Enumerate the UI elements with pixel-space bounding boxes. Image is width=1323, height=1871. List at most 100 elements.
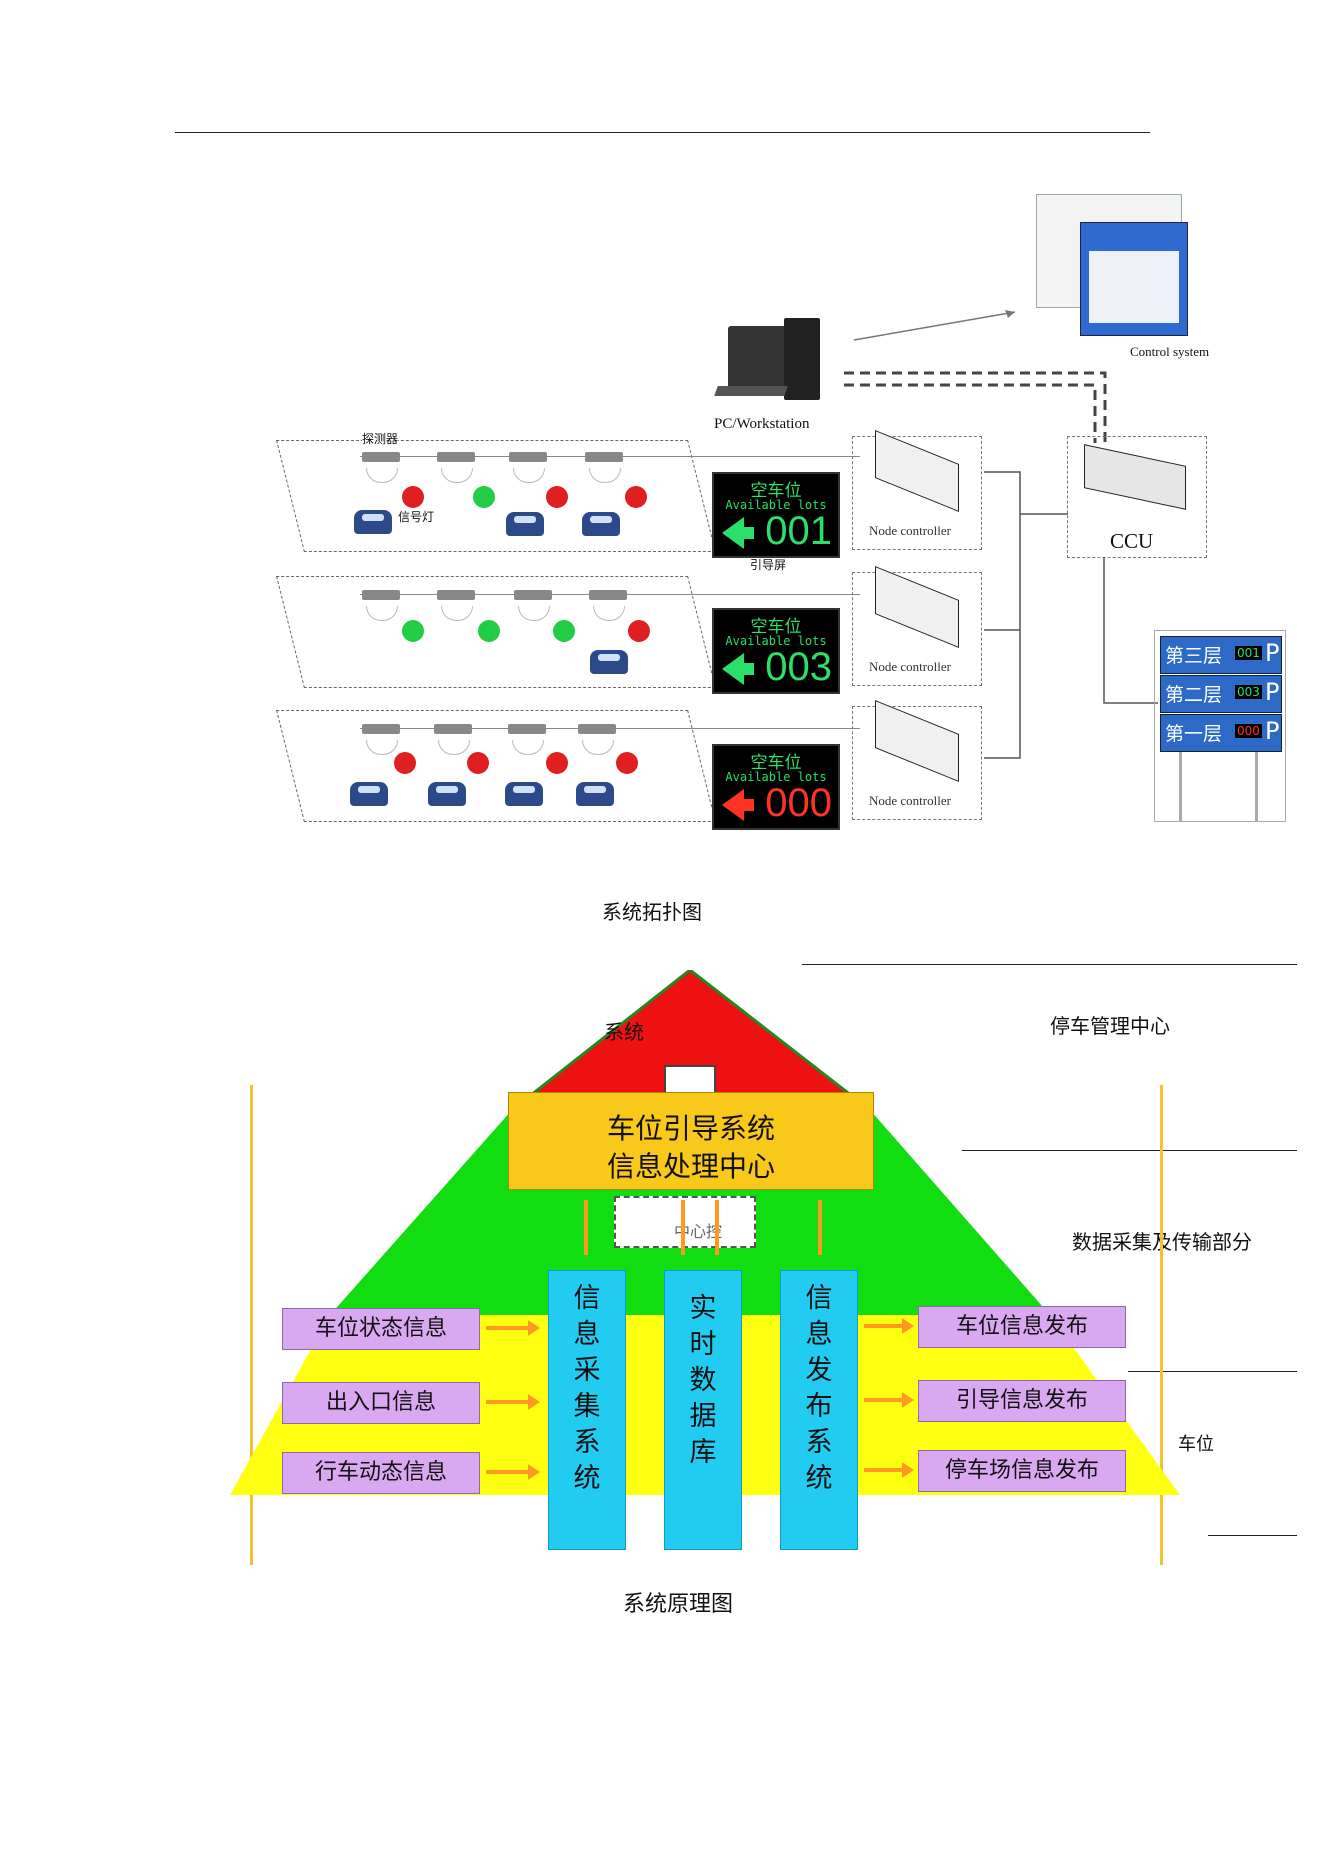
ccu-label: CCU xyxy=(1110,529,1154,553)
pc-label: PC/Workstation xyxy=(714,416,810,432)
signal-light-red xyxy=(402,486,424,508)
node-controller-label: Node controller xyxy=(869,523,951,538)
down-arrow-icon xyxy=(818,1200,822,1255)
right-arrow-icon xyxy=(486,1320,540,1336)
car xyxy=(576,782,614,806)
car xyxy=(428,782,466,806)
sign-count: 000 xyxy=(765,781,832,825)
info-center-line-2: 信息处理中心 xyxy=(606,1150,775,1183)
pc-monitor xyxy=(728,326,786,390)
left-arrow-icon xyxy=(722,789,744,821)
detector xyxy=(508,724,546,734)
sign-title: 空车位 xyxy=(750,481,802,501)
detector xyxy=(585,452,623,462)
node-controller-floor-2: Node controller xyxy=(852,566,982,686)
node-controller-device xyxy=(875,566,959,648)
signal-light-red xyxy=(546,752,568,774)
detector xyxy=(578,724,616,734)
up-arrow-icon xyxy=(715,1200,719,1255)
right-arrow-icon xyxy=(864,1462,914,1478)
signal-light-green xyxy=(553,620,575,642)
ccu-board-link xyxy=(1103,557,1158,704)
apex-label: 系统 xyxy=(604,1020,644,1044)
sign-subtitle: Available lots xyxy=(725,634,827,648)
node-controller-device xyxy=(875,430,959,512)
signal-light-red xyxy=(616,752,638,774)
detector-label: 探测器 xyxy=(362,430,399,447)
principle-caption: 系统原理图 xyxy=(623,1592,734,1617)
parking-p-icon: P xyxy=(1265,678,1280,706)
detector xyxy=(437,452,475,462)
signal-label: 信号灯 xyxy=(398,510,435,524)
level-row-1: 第一层 000 P xyxy=(1160,714,1282,752)
detector xyxy=(437,590,475,600)
guide-sign-floor-3: 空车位 Available lots 001 xyxy=(712,472,840,558)
detector xyxy=(362,452,400,462)
column-realtime-db: 实 时 数 据 库 xyxy=(664,1270,742,1550)
car xyxy=(354,510,392,534)
output-space-info: 车位信息发布 xyxy=(918,1306,1126,1348)
level-board-pole-left xyxy=(1179,751,1182,821)
rule xyxy=(1208,1535,1297,1536)
node-controller-label: Node controller xyxy=(869,659,951,674)
car xyxy=(350,782,388,806)
detector xyxy=(362,724,400,734)
column-publish: 信 息 发 布 系 统 xyxy=(780,1270,858,1550)
signal-light-green xyxy=(402,620,424,642)
sign-count: 001 xyxy=(765,509,832,553)
guide-line-right xyxy=(1160,1085,1163,1565)
right-arrow-icon xyxy=(864,1318,914,1334)
car xyxy=(582,512,620,536)
level-count: 000 xyxy=(1235,724,1262,738)
guide-screen-label: 引导屏 xyxy=(750,558,787,572)
right-arrow-icon xyxy=(864,1392,914,1408)
signal-light-red xyxy=(467,752,489,774)
signal-light-green xyxy=(478,620,500,642)
ccu-box: CCU xyxy=(1067,436,1207,558)
level-row-2: 第二层 003 P xyxy=(1160,675,1282,713)
sign-subtitle: Available lots xyxy=(725,498,827,512)
node-controller-label: Node controller xyxy=(869,793,951,808)
sign-title: 空车位 xyxy=(750,753,802,773)
signal-light-red xyxy=(628,620,650,642)
up-arrow-icon xyxy=(584,1200,588,1255)
parking-p-icon: P xyxy=(1265,717,1280,745)
node-controller-floor-3: Node controller xyxy=(852,430,982,550)
info-center-line-1: 车位引导系统 xyxy=(606,1112,775,1145)
center-control-label: 中心控 xyxy=(674,1222,723,1241)
car xyxy=(590,650,628,674)
guide-sign-floor-2: 空车位 Available lots 003 xyxy=(712,608,840,694)
pc-keyboard xyxy=(714,386,788,396)
level-label: 第二层 xyxy=(1165,684,1223,706)
sign-count: 003 xyxy=(765,645,832,689)
level-count: 001 xyxy=(1235,646,1262,660)
label-parking-space: 车位 xyxy=(1178,1434,1214,1455)
rule xyxy=(1128,1371,1297,1372)
signal-light-red xyxy=(625,486,647,508)
sign-subtitle: Available lots xyxy=(725,770,827,784)
level-board-pole-right xyxy=(1255,751,1258,821)
principle-diagram: 停车管理中心 数据采集及传输部分 车位 系统 车位引导系统 信息处理中心 中心控… xyxy=(0,950,1323,1650)
floor-1-zone xyxy=(276,710,716,822)
right-arrow-icon xyxy=(486,1464,540,1480)
column-collection: 信 息 采 集 系 统 xyxy=(548,1270,626,1550)
info-processing-center: 车位引导系统 信息处理中心 xyxy=(508,1092,874,1190)
car xyxy=(506,512,544,536)
center-control-box: 中心控 xyxy=(614,1196,756,1248)
output-guide-info: 引导信息发布 xyxy=(918,1380,1126,1422)
right-arrow-icon xyxy=(486,1394,540,1410)
ccu-device xyxy=(1084,444,1186,510)
down-arrow-icon xyxy=(681,1200,685,1255)
node-controller-device xyxy=(875,700,959,782)
level-label: 第三层 xyxy=(1165,645,1223,667)
output-parking-info: 停车场信息发布 xyxy=(918,1450,1126,1492)
rule xyxy=(962,1150,1297,1151)
parking-p-icon: P xyxy=(1265,639,1280,667)
input-entrance-exit: 出入口信息 xyxy=(282,1382,480,1424)
signal-light-red xyxy=(546,486,568,508)
input-vehicle-dynamic: 行车动态信息 xyxy=(282,1452,480,1494)
sign-title: 空车位 xyxy=(750,617,802,637)
car xyxy=(505,782,543,806)
control-system-screenshot-front xyxy=(1080,222,1188,336)
detector xyxy=(514,590,552,600)
